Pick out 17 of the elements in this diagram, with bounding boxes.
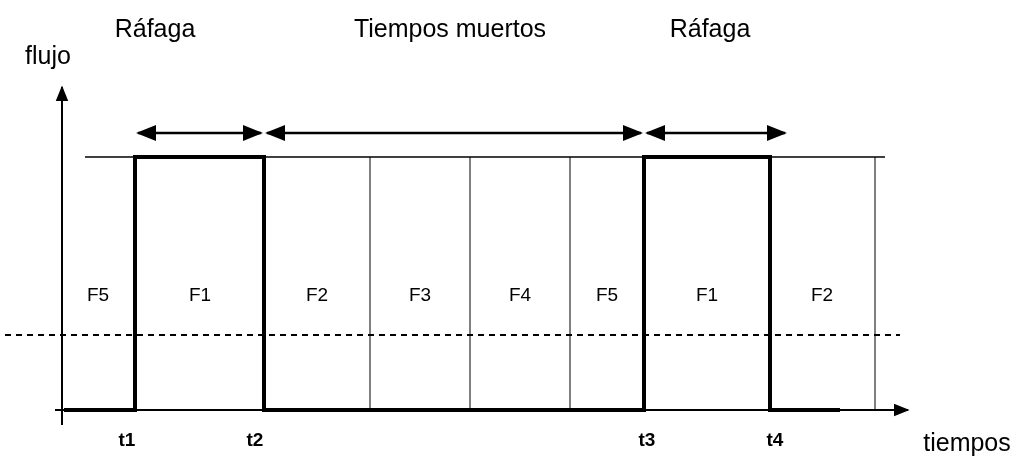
slot-label: F5 bbox=[86, 284, 110, 306]
slot-label: F1 bbox=[188, 284, 212, 306]
time-mark: t3 bbox=[638, 429, 656, 451]
span-label: Ráfaga bbox=[114, 13, 196, 43]
slot-label: F4 bbox=[508, 284, 532, 306]
span-label: Ráfaga bbox=[669, 13, 751, 43]
time-mark: t4 bbox=[766, 429, 784, 451]
time-mark: t2 bbox=[246, 429, 264, 451]
slot-label: F2 bbox=[305, 284, 329, 306]
slot-label: F2 bbox=[810, 284, 834, 306]
span-label: Tiempos muertos bbox=[353, 13, 547, 43]
axis-label: flujo bbox=[25, 40, 71, 70]
slot-label: F5 bbox=[595, 284, 619, 306]
slot-label: F1 bbox=[695, 284, 719, 306]
axis-label: tiempos bbox=[923, 427, 1011, 457]
time-mark: t1 bbox=[118, 429, 136, 451]
slot-label: F3 bbox=[408, 284, 432, 306]
